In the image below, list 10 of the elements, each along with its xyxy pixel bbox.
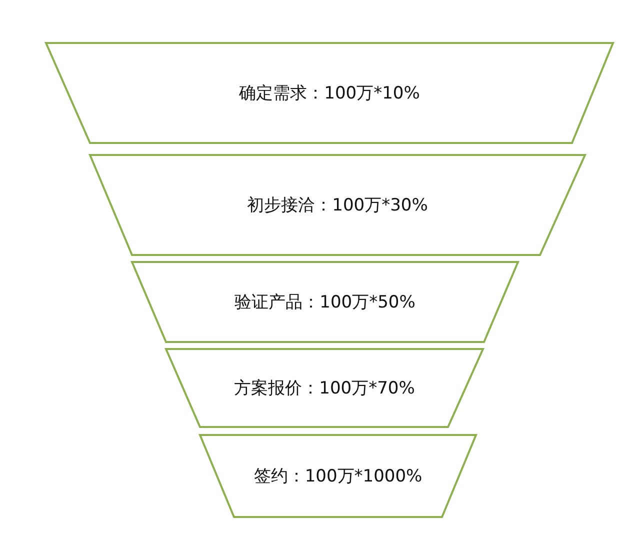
stage-label: 签约：100万*1000%	[254, 466, 422, 488]
stage-label: 初步接洽：100万*30%	[247, 194, 428, 216]
stage-label: 方案报价：100万*70%	[234, 378, 415, 400]
funnel-stage	[90, 155, 585, 255]
funnel-stage	[132, 262, 518, 342]
funnel-stage	[46, 43, 613, 143]
stage-label: 确定需求：100万*10%	[239, 82, 420, 104]
funnel-stage	[166, 349, 483, 427]
funnel-stage	[200, 435, 476, 517]
stage-label: 验证产品：100万*50%	[234, 292, 416, 314]
